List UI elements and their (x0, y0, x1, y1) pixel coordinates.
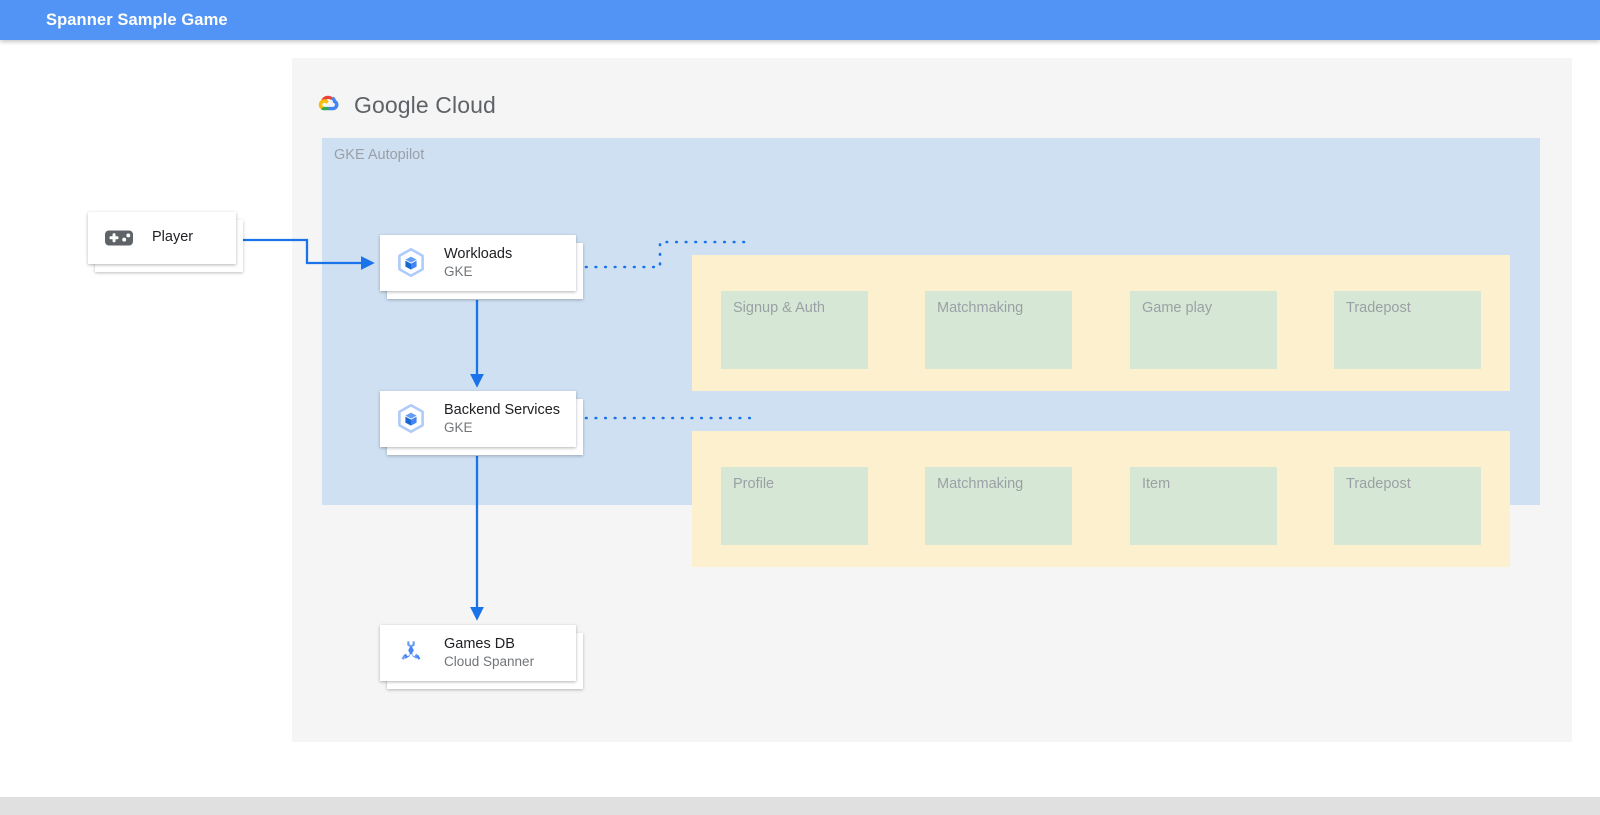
service-box: Tradepost (1334, 291, 1481, 369)
service-box: Tradepost (1334, 467, 1481, 545)
node-text: Player (152, 229, 193, 247)
node-text: Backend Services GKE (444, 402, 560, 436)
google-cloud-wordmark: Google Cloud (354, 92, 496, 119)
zone-gke-autopilot: GKE Autopilot Signup & Auth Matchmaking … (322, 138, 1540, 567)
service-box: Item (1130, 467, 1277, 545)
node-title: Player (152, 229, 194, 246)
node-title: Backend Services (444, 401, 561, 418)
panel-backend-services: Profile Matchmaking Item Tradepost (692, 431, 1510, 567)
service-label: Signup & Auth (733, 300, 825, 316)
google-cloud-logo: Google Cloud (311, 91, 496, 119)
app-bar: Spanner Sample Game (0, 0, 1600, 40)
node-text: Games DB Cloud Spanner (444, 636, 534, 670)
service-label: Item (1142, 476, 1171, 492)
gke-icon (394, 402, 428, 436)
google-cloud-wordmark-cloud: Cloud (435, 91, 496, 118)
google-cloud-wordmark-google: Google (354, 91, 429, 118)
node-card[interactable]: Workloads GKE (380, 235, 576, 291)
gke-icon (394, 246, 428, 280)
service-label: Game play (1142, 300, 1213, 316)
service-label: Profile (733, 476, 775, 492)
service-box: Profile (721, 467, 868, 545)
node-text: Workloads GKE (444, 246, 512, 280)
node-subtitle: GKE (444, 263, 473, 279)
node-title: Workloads (444, 245, 513, 262)
service-box: Matchmaking (925, 291, 1072, 369)
cloud-spanner-icon (394, 636, 428, 670)
panel-frontend-services: Signup & Auth Matchmaking Game play Trad… (692, 255, 1510, 391)
service-label: Matchmaking (937, 476, 1024, 492)
node-card[interactable]: Backend Services GKE (380, 391, 576, 447)
service-box: Game play (1130, 291, 1277, 369)
node-subtitle: Cloud Spanner (444, 653, 535, 669)
gamepad-icon (102, 221, 136, 255)
app-title: Spanner Sample Game (46, 10, 228, 29)
service-label: Tradepost (1346, 476, 1411, 492)
node-subtitle: GKE (444, 419, 473, 435)
service-box: Matchmaking (925, 467, 1072, 545)
node-card[interactable]: Games DB Cloud Spanner (380, 625, 576, 681)
bottom-status-strip (0, 797, 1600, 815)
service-label: Matchmaking (937, 300, 1024, 316)
service-label: Tradepost (1346, 300, 1411, 316)
zone-gke-autopilot-label: GKE Autopilot (334, 147, 425, 163)
google-cloud-mark-icon (311, 91, 343, 119)
service-box: Signup & Auth (721, 291, 868, 369)
node-title: Games DB (444, 635, 515, 652)
node-card[interactable]: Player (88, 212, 236, 264)
